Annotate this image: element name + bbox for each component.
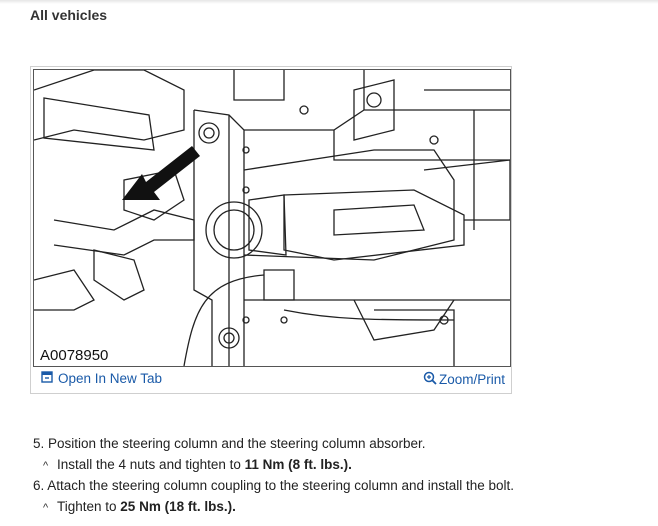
- figure-actions-bar: Open In New Tab Zoom/Print: [31, 367, 511, 393]
- steering-column-illustration: [34, 70, 510, 366]
- procedure-steps: 5. Position the steering column and the …: [33, 434, 633, 518]
- open-in-new-tab-label: Open In New Tab: [58, 371, 163, 386]
- step-5: 5. Position the steering column and the …: [33, 434, 633, 455]
- substep-period: .: [348, 456, 352, 472]
- section-heading: All vehicles: [30, 7, 108, 23]
- caret-marker: ^: [43, 501, 49, 514]
- zoom-icon: [423, 371, 437, 388]
- torque-value: 25 Nm (18 ft. lbs.): [120, 498, 233, 514]
- substep-text: Tighten to: [57, 498, 121, 514]
- step-text: Attach the steering column coupling to t…: [47, 478, 515, 493]
- step-number: 5.: [33, 436, 45, 451]
- zoom-print-label: Zoom/Print: [438, 372, 505, 387]
- substep-text: Install the 4 nuts and tighten to: [57, 456, 245, 472]
- open-in-new-tab-link[interactable]: Open In New Tab: [41, 371, 162, 386]
- indicator-arrow: [122, 146, 200, 200]
- step-5-substep: ^ Install the 4 nuts and tighten to 11 Nm…: [33, 455, 633, 477]
- figure-id-label: A0078950: [38, 347, 111, 364]
- substep-period: .: [232, 498, 236, 514]
- torque-value: 11 Nm (8 ft. lbs.): [244, 456, 349, 472]
- step-6: 6. Attach the steering column coupling t…: [33, 476, 633, 497]
- step-6-substep: ^ Tighten to 25 Nm (18 ft. lbs.).: [33, 497, 633, 519]
- open-new-tab-icon: [41, 371, 53, 386]
- figure-card: A0078950 Open In New Tab Zoom/Print: [30, 66, 512, 394]
- figure-illustration[interactable]: A0078950: [33, 69, 511, 367]
- top-divider: [0, 0, 658, 4]
- step-number: 6.: [33, 478, 45, 493]
- zoom-print-link[interactable]: Zoom/Print: [423, 371, 505, 388]
- caret-marker: ^: [43, 459, 49, 472]
- step-text: Position the steering column and the ste…: [48, 436, 426, 451]
